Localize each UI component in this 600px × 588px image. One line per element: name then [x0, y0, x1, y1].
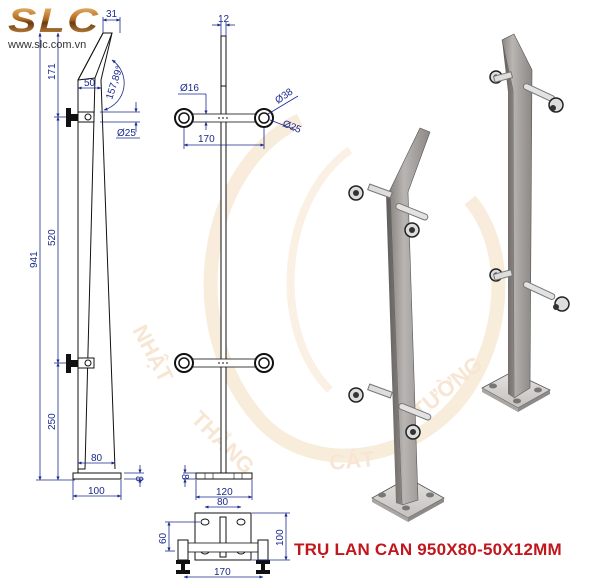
dim-plan-clamp-span: 170 [214, 567, 231, 578]
dim-upper-height: 171 [47, 63, 58, 80]
front-view: 12 Ø16 Ø38 Ø25 170 8 120 [174, 14, 303, 500]
side-clamp-lower [66, 354, 95, 373]
dim-total-height: 941 [29, 251, 40, 268]
dim-clamp-diameter: Ø25 [117, 128, 136, 139]
dim-plan-hole-offset: 60 [158, 532, 169, 544]
dim-front-plate-width: 120 [216, 487, 233, 498]
dim-plate-thickness: 8 [133, 476, 144, 482]
dim-angle: 157,89° [104, 65, 125, 101]
dim-washer-outer: Ø38 [273, 86, 295, 106]
dim-middle-height: 520 [47, 229, 58, 246]
watermark-text-3: CÁT [328, 446, 376, 475]
render-post-front [348, 127, 445, 522]
dim-plan-plate-depth: 100 [275, 529, 286, 546]
side-view: 31 171 50 157,89° Ø25 941 520 250 80 8 1… [29, 9, 144, 500]
dim-lower-height: 250 [47, 413, 58, 430]
slc-logo: SLC www.slc.com.vn [8, 4, 108, 52]
dim-plan-hole-span: 80 [217, 497, 229, 508]
dim-thickness: 12 [218, 14, 230, 25]
render-post-back [481, 33, 570, 412]
plan-view: 80 60 100 170 [158, 497, 290, 579]
dim-plate-width: 100 [88, 486, 105, 497]
watermark-text-1: NHẬT [128, 321, 179, 387]
product-title: TRỤ LAN CAN 950X80-50X12MM [294, 540, 562, 559]
logo-website: www.slc.com.vn [8, 39, 87, 51]
front-clamp-lower [174, 353, 274, 373]
logo-text: SLC [8, 2, 101, 40]
dim-bend-width: 50 [84, 78, 96, 89]
side-clamp-upper [66, 108, 95, 127]
dim-front-plate-thickness: 8 [179, 474, 190, 480]
dim-pin-diameter: Ø16 [180, 83, 199, 94]
watermark: NHẬT THẮNG CÁT TƯỜNG [128, 113, 506, 479]
dim-bottom-width: 80 [91, 453, 103, 464]
dim-clamp-span: 170 [198, 134, 215, 145]
dim-top-width: 31 [106, 9, 118, 20]
